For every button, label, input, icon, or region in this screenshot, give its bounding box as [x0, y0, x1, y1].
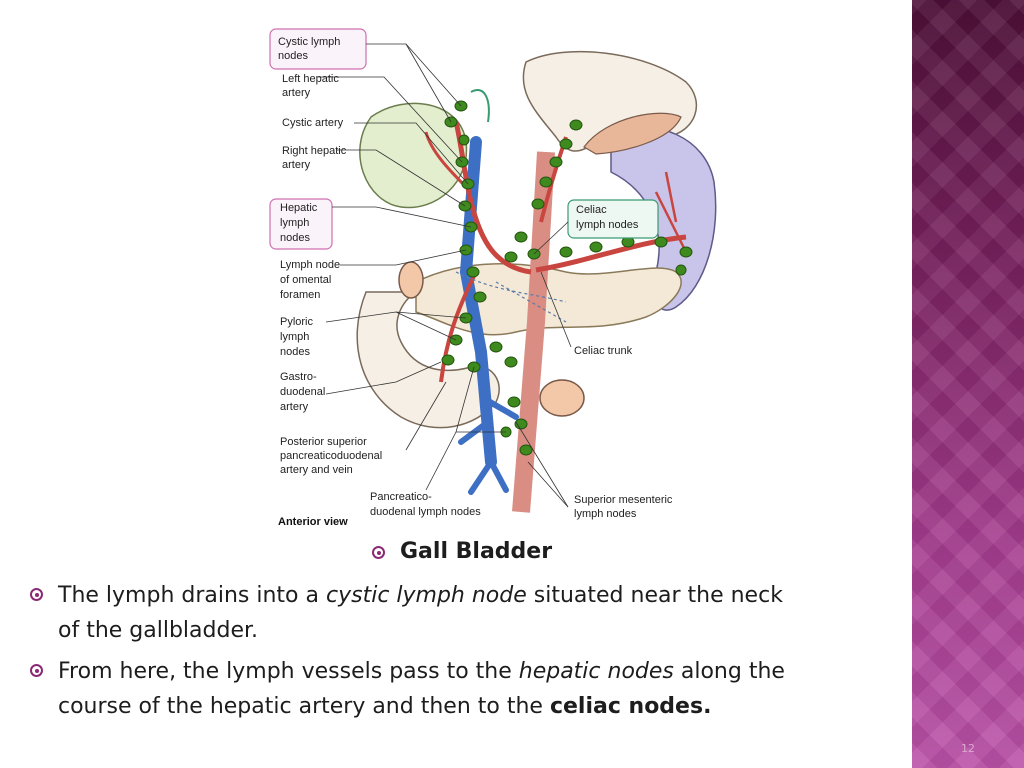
omental-foramen-dashes — [455, 271, 567, 323]
bullet-2-text: From here, the lymph vessels pass to the… — [58, 654, 908, 724]
gastroduodenal-artery — [439, 271, 478, 383]
stomach-cut — [398, 261, 424, 299]
figure-caption: Anterior view — [278, 516, 348, 528]
splenic-branches — [654, 171, 688, 253]
cystic-nodes-box — [269, 28, 367, 70]
celiac-nodes-box — [567, 199, 659, 239]
hepatic-nodes-box — [269, 198, 333, 250]
lymph-node-chain — [441, 100, 693, 456]
section-heading: Gall Bladder — [400, 539, 553, 564]
stomach-cut-rim — [583, 112, 682, 155]
slide-number: 12 — [961, 742, 975, 755]
heading-bullet-icon — [372, 546, 385, 559]
lymph-flow-arrow — [470, 89, 490, 123]
bullet-2-line-1: From here, the lymph vessels pass to the… — [58, 659, 785, 684]
label-pancreaticoduodenal-nodes: Pancreatico-duodenal lymph nodes — [370, 491, 481, 518]
bullet-2-line-2: course of the hepatic artery and then to… — [58, 694, 712, 719]
splenic-artery — [535, 234, 687, 273]
bullet-1-line-2: of the gallbladder. — [58, 618, 259, 643]
leader-lines — [318, 43, 572, 508]
bullet-1-text: The lymph drains into a cystic lymph nod… — [58, 578, 908, 648]
sm-vein-branches — [458, 399, 519, 495]
duodenum-cut — [539, 379, 585, 417]
gallbladder-shape — [359, 102, 468, 209]
label-cystic-artery: Cystic artery — [282, 117, 344, 129]
decorative-sidebar — [912, 0, 1024, 768]
label-celiac-trunk: Celiac trunk — [574, 345, 633, 357]
bullet-icon — [30, 664, 43, 677]
duodenum-shape — [356, 291, 500, 429]
bullet-1-line-1: The lymph drains into a cystic lymph nod… — [58, 583, 783, 608]
bullet-icon — [30, 588, 43, 601]
